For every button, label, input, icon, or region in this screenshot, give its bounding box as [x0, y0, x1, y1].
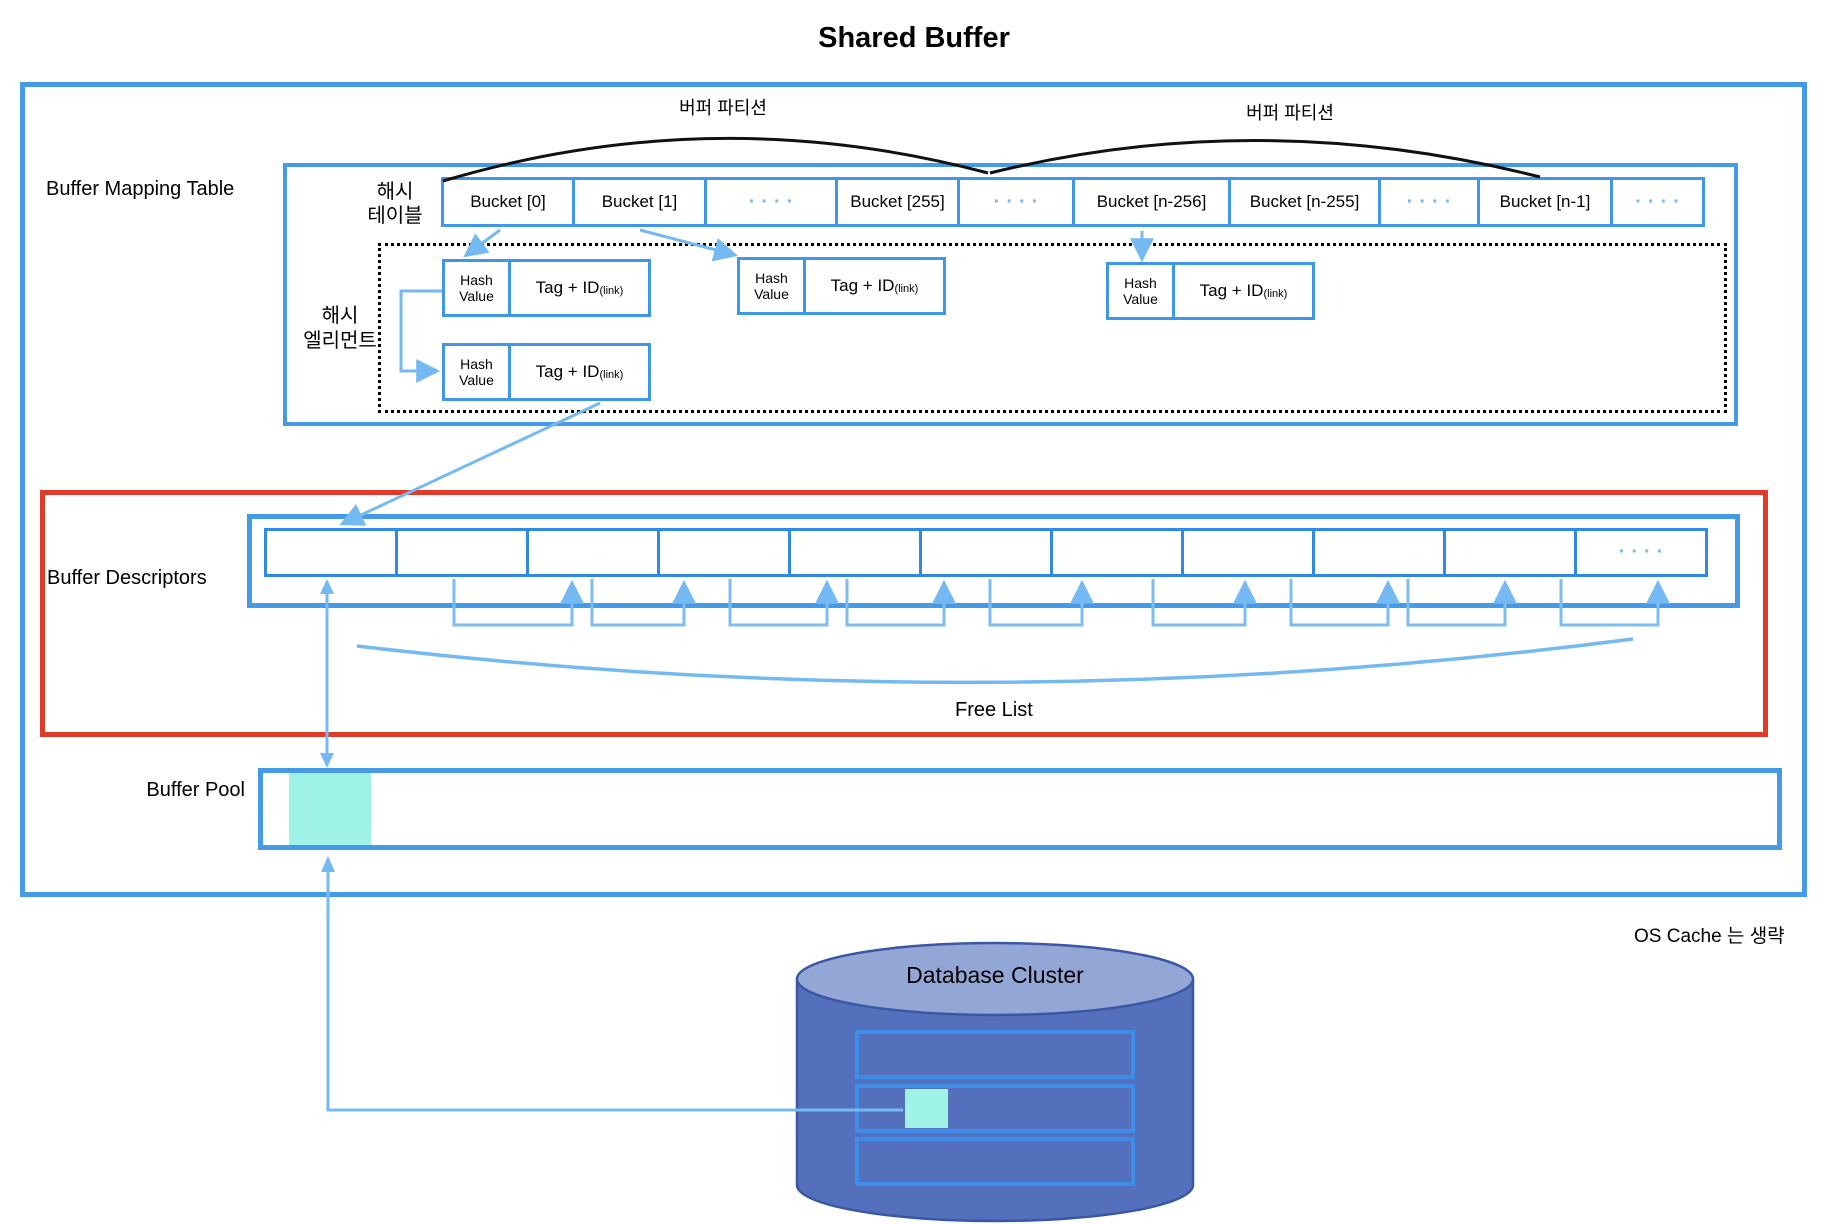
tag-id-link-text: (link): [1263, 288, 1288, 300]
hash-value-line1: Hash: [460, 272, 493, 288]
bucket-cell-n-255: Bucket [n-255]: [1228, 177, 1381, 227]
hash-table-label: 해시 테이블: [352, 180, 438, 228]
bucket-cell-0: Bucket [0]: [441, 177, 575, 227]
bucket-cell-ellipsis-4: ····: [1610, 177, 1705, 227]
db-row-1: [855, 1030, 1135, 1079]
bucket-cell-255: Bucket [255]: [835, 177, 960, 227]
database-cluster-label: Database Cluster: [906, 962, 1084, 988]
bucket-cell-n-256: Bucket [n-256]: [1072, 177, 1231, 227]
descriptor-cell-1: [395, 528, 529, 577]
tag-id-text: Tag + ID: [535, 362, 600, 381]
hash-value-line2: Value: [1123, 291, 1158, 307]
tag-id-link-text: (link): [894, 283, 919, 295]
tag-id-text: Tag + ID: [535, 278, 600, 297]
bucket-cell-ellipsis-3: ····: [1378, 177, 1480, 227]
db-page-square: [905, 1089, 948, 1128]
buffer-descriptors-label: Buffer Descriptors: [47, 567, 207, 589]
hash-element-label-line2: 엘리먼트: [303, 330, 377, 352]
hash-table-label-line1: 해시: [376, 181, 414, 203]
hash-value-line2: Value: [754, 286, 789, 302]
db-to-pool-connector: [326, 872, 903, 1112]
hash-value-line1: Hash: [1124, 275, 1157, 291]
descriptor-cell-2: [526, 528, 660, 577]
db-row-2: [855, 1084, 1135, 1133]
descriptor-cell-10: ····: [1574, 528, 1708, 577]
hash-element-label-line1: 해시: [321, 305, 359, 327]
hash-value-line1: Hash: [460, 356, 493, 372]
hash-element-label: 해시 엘리먼트: [288, 304, 392, 354]
tag-id-cell: Tag + ID(link): [511, 262, 648, 314]
descriptor-cell-6: [1050, 528, 1184, 577]
bucket-cell-ellipsis-2: ····: [957, 177, 1075, 227]
db-row-3: [855, 1137, 1135, 1186]
tag-id-text: Tag + ID: [830, 276, 895, 295]
descriptor-cell-4: [788, 528, 922, 577]
hash-value-line1: Hash: [755, 270, 788, 286]
tag-id-cell: Tag + ID(link): [1175, 265, 1312, 317]
descriptor-cell-7: [1181, 528, 1315, 577]
hash-table-label-line2: 테이블: [367, 205, 423, 227]
free-list-label: Free List: [955, 699, 1033, 721]
buffer-pool-page-square: [289, 773, 371, 845]
tag-id-text: Tag + ID: [1199, 281, 1264, 300]
tag-id-cell: Tag + ID(link): [806, 260, 943, 312]
buffer-mapping-table-label: Buffer Mapping Table: [46, 178, 235, 200]
buffer-pool-label: Buffer Pool: [146, 779, 245, 801]
descriptor-cell-3: [657, 528, 791, 577]
buffer-partition-label-right: 버퍼 파티션: [1246, 103, 1334, 123]
os-cache-note: OS Cache 는 생략: [1634, 926, 1785, 947]
tag-id-link-text: (link): [599, 369, 624, 381]
descriptor-cell-8: [1312, 528, 1446, 577]
diagram-title: Shared Buffer: [818, 22, 1010, 54]
tag-id-cell: Tag + ID(link): [511, 346, 648, 398]
descriptor-cell-5: [919, 528, 1053, 577]
descriptor-cell-9: [1443, 528, 1577, 577]
buffer-partition-label-left: 버퍼 파티션: [679, 98, 767, 118]
bucket-cell-n-1: Bucket [n-1]: [1477, 177, 1613, 227]
bucket-cell-1: Bucket [1]: [572, 177, 707, 227]
buffer-pool-box: [258, 768, 1782, 850]
db-cylinder-body: [795, 979, 1195, 1223]
hash-value-line2: Value: [459, 288, 494, 304]
tag-id-link-text: (link): [599, 285, 624, 297]
hash-value-line2: Value: [459, 372, 494, 388]
descriptor-cell-0: [264, 528, 398, 577]
bucket-cell-ellipsis-1: ····: [704, 177, 838, 227]
